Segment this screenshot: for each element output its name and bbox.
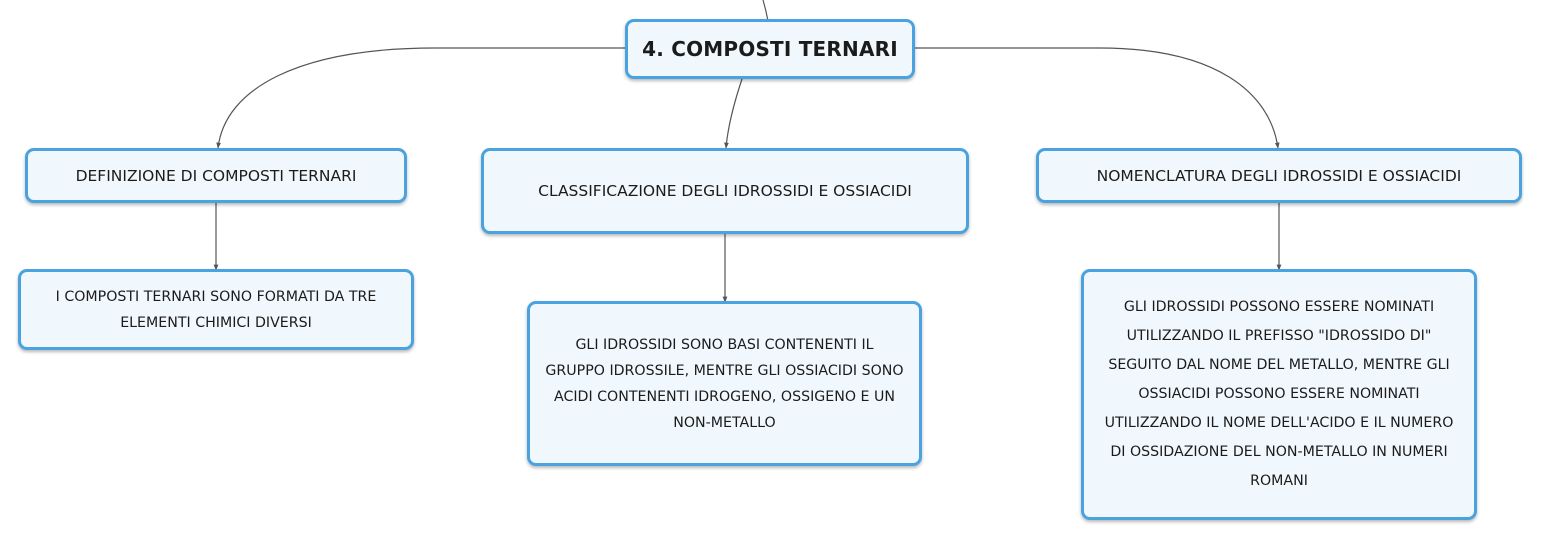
topic-nomenclatura-label: NOMENCLATURA DEGLI IDROSSIDI E OSSIACIDI [1096,166,1462,185]
subtopic-classificazione-text: GLI IDROSSIDI SONO BASI CONTENENTI IL GR… [545,336,904,431]
connector-root-to-branch-1 [216,47,627,149]
subtopic-definizione-text: I COMPOSTI TERNARI SONO FORMATI DA TRE E… [55,288,377,331]
connector-root-to-branch-2 [724,78,743,149]
topic-nomenclatura[interactable]: NOMENCLATURA DEGLI IDROSSIDI E OSSIACIDI [1036,148,1522,203]
subtopic-nomenclatura-text: GLI IDROSSIDI POSSONO ESSERE NOMINATI UT… [1104,299,1454,489]
root-topic-label: 4. COMPOSTI TERNARI [642,37,898,61]
root-topic[interactable]: 4. COMPOSTI TERNARI [625,19,915,79]
subtopic-classificazione-detail[interactable]: GLI IDROSSIDI SONO BASI CONTENENTI IL GR… [527,301,922,466]
subtopic-definizione-detail[interactable]: I COMPOSTI TERNARI SONO FORMATI DA TRE E… [18,269,414,350]
topic-definizione-label: DEFINIZIONE DI COMPOSTI TERNARI [75,166,357,185]
topic-classificazione[interactable]: CLASSIFICAZIONE DEGLI IDROSSIDI E OSSIAC… [481,148,969,234]
topic-definizione[interactable]: DEFINIZIONE DI COMPOSTI TERNARI [25,148,407,203]
topic-classificazione-label: CLASSIFICAZIONE DEGLI IDROSSIDI E OSSIAC… [538,182,912,200]
connector-root-to-branch-3 [913,47,1280,149]
connector-parent-to-root [762,0,769,22]
subtopic-nomenclatura-detail[interactable]: GLI IDROSSIDI POSSONO ESSERE NOMINATI UT… [1081,269,1477,520]
